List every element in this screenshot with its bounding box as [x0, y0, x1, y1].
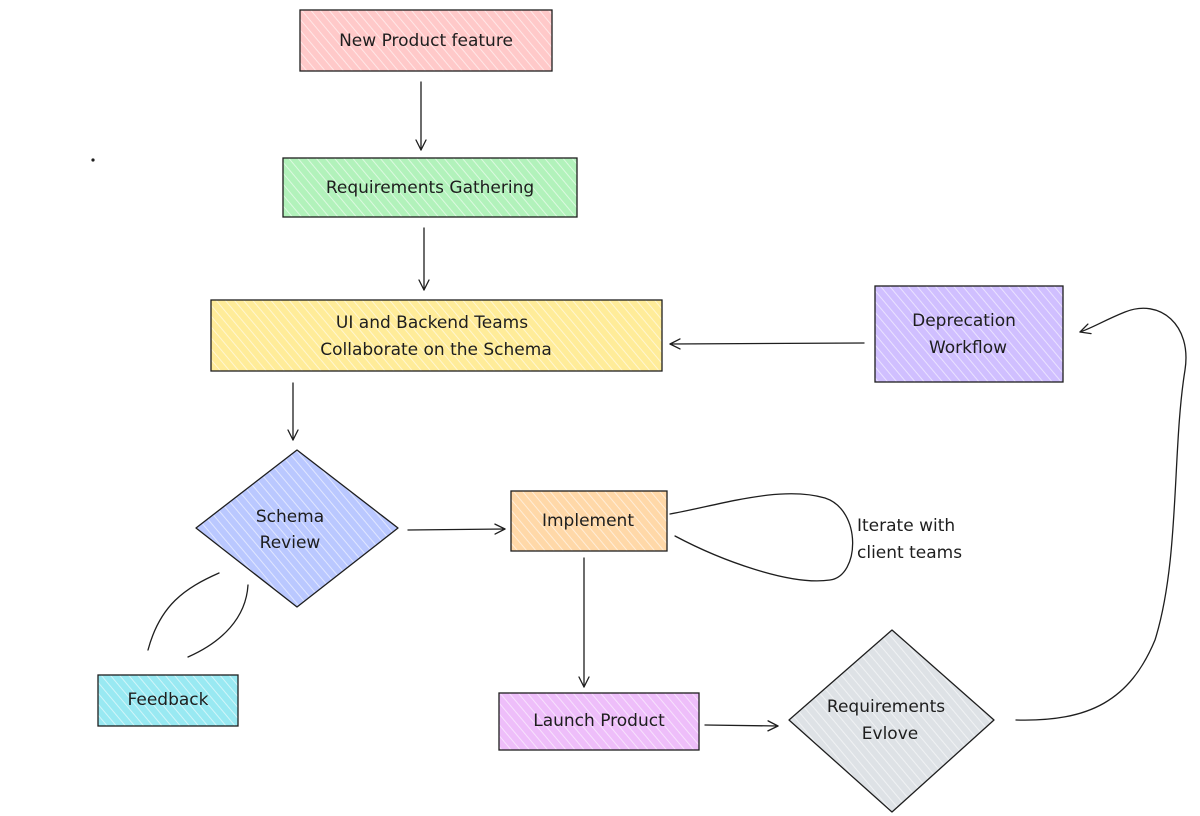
node-collaborate-schema-line2: Collaborate on the Schema: [320, 340, 552, 360]
node-requirements-evolve-line2: Evlove: [862, 724, 918, 744]
node-implement[interactable]: Implement: [510, 490, 668, 552]
node-collaborate-schema[interactable]: UI and Backend Teams Collaborate on the …: [210, 299, 663, 372]
node-deprecation-workflow-hatch: [874, 285, 1064, 383]
node-requirements-gathering-hatch: [282, 157, 578, 218]
node-schema-review-hatch: [195, 449, 399, 608]
node-requirements-gathering-label: Requirements Gathering: [326, 178, 534, 198]
edge-launch-to-requirements-evolve: [704, 720, 779, 732]
node-implement-label: Implement: [542, 511, 634, 531]
node-requirements-evolve-hatch: [788, 629, 995, 813]
edge-schema-review-to-feedback-b: [187, 584, 249, 658]
node-new-product-feature-label: New Product feature: [339, 31, 513, 51]
stray-dot: [91, 158, 95, 162]
node-launch-product-label: Launch Product: [533, 711, 665, 731]
edge-implement-iterate-loop: [669, 493, 854, 582]
node-deprecation-workflow-line1: Deprecation: [912, 311, 1016, 331]
edge-requirements-evolve-to-deprecation: [1015, 307, 1187, 721]
node-collaborate-schema-hatch: [210, 299, 663, 372]
node-feedback-hatch: [97, 674, 239, 727]
edge-schema-review-to-feedback-a: [147, 572, 220, 651]
node-launch-product-hatch: [498, 692, 700, 751]
node-deprecation-workflow-line2: Workflow: [929, 338, 1007, 358]
node-collaborate-schema-line1: UI and Backend Teams: [336, 313, 528, 333]
node-implement-hatch: [510, 490, 668, 552]
node-feedback-label: Feedback: [128, 690, 209, 710]
node-requirements-evolve[interactable]: Requirements Evlove: [788, 629, 995, 813]
annotation-iterate-line2: client teams: [857, 543, 962, 563]
annotation-iterate-line1: Iterate with: [857, 516, 955, 536]
node-requirements-evolve-line1: Requirements: [827, 697, 945, 717]
node-new-product-feature-hatch: [299, 9, 553, 72]
node-launch-product[interactable]: Launch Product: [498, 692, 700, 751]
node-schema-review-line1: Schema: [256, 507, 324, 527]
node-deprecation-workflow[interactable]: Deprecation Workflow: [874, 285, 1064, 383]
node-schema-review[interactable]: Schema Review: [195, 449, 399, 608]
edge-deprecation-to-collaborate: [669, 338, 865, 350]
node-schema-review-line2: Review: [260, 533, 321, 553]
node-new-product-feature[interactable]: New Product feature: [299, 9, 553, 72]
node-feedback[interactable]: Feedback: [97, 674, 239, 727]
edge-schema-review-to-implement: [407, 523, 506, 535]
node-requirements-gathering[interactable]: Requirements Gathering: [282, 157, 578, 218]
